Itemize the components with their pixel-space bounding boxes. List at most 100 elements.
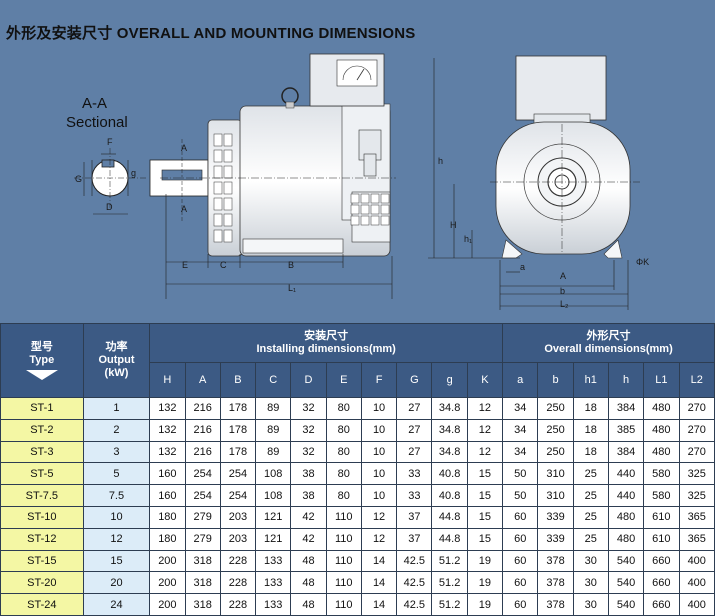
type-header-cn: 型号 (30, 341, 53, 353)
cell-value: 80 (325, 418, 362, 442)
cell-value: 132 (149, 440, 186, 464)
cell-value: 32 (290, 418, 327, 442)
cell-value: 480 (607, 505, 645, 529)
cell-value: 400 (678, 549, 715, 573)
column-header: B (219, 362, 257, 398)
cell-value: 228 (219, 593, 257, 616)
label-phiK: ΦK (636, 257, 649, 267)
cell-value: 440 (607, 484, 645, 507)
cell-value: 37 (396, 505, 433, 529)
cell-value: 34.8 (431, 397, 468, 420)
cell-value: 48 (290, 593, 327, 616)
cell-value: 51.2 (431, 593, 468, 616)
cell-value: 121 (255, 505, 292, 529)
cell-value: 19 (466, 571, 504, 595)
cell-value: 27 (396, 397, 433, 420)
cell-value: 12 (466, 397, 504, 420)
cell-value: 51.2 (431, 571, 468, 595)
cell-value: 339 (537, 505, 574, 529)
cell-value: 325 (678, 484, 715, 507)
column-header: E (325, 362, 362, 398)
cell-value: 200 (149, 571, 186, 595)
output-header: 功率 Output (kW) (82, 323, 151, 398)
cell-value: 133 (255, 549, 292, 573)
dimension-drawing: A-A Sectional F G g D (66, 53, 649, 310)
cell-value: 50 (502, 462, 539, 486)
cell-value: 540 (607, 571, 645, 595)
cell-value: 318 (184, 593, 221, 616)
cell-value: 18 (572, 418, 609, 442)
cell-value: 254 (219, 484, 257, 507)
cell-value: 180 (149, 527, 186, 551)
cell-value: 385 (607, 418, 645, 442)
cell-value: 318 (184, 549, 221, 573)
cell-value: 34.8 (431, 440, 468, 464)
cell-value: 89 (255, 397, 292, 420)
cell-value: 14 (360, 549, 398, 573)
cell-value: 250 (537, 418, 574, 442)
installing-en: Installing dimensions(mm) (256, 343, 396, 355)
cell-value: 14 (360, 593, 398, 616)
cell-value: 15 (466, 484, 504, 507)
cell-value: 37 (396, 527, 433, 551)
cell-value: 216 (184, 418, 221, 442)
cell-value: 60 (502, 549, 539, 573)
cell-value: 32 (290, 397, 327, 420)
cell-value: 32 (290, 440, 327, 464)
cell-value: 216 (184, 397, 221, 420)
cell-value: 110 (325, 571, 362, 595)
cell-value: 660 (643, 593, 680, 616)
cell-value: 18 (572, 397, 609, 420)
label-g: g (131, 168, 136, 178)
cell-value: 610 (643, 527, 680, 551)
label-A-end: A (560, 271, 566, 281)
cell-value: 365 (678, 527, 715, 551)
label-b: b (560, 286, 565, 296)
cell-value: 10 (360, 418, 398, 442)
cell-value: 30 (572, 549, 609, 573)
output-unit: (kW) (104, 367, 129, 379)
column-header: h1 (572, 362, 609, 398)
cell-value: 30 (572, 593, 609, 616)
cell-value: 15 (466, 462, 504, 486)
cell-value: 339 (537, 527, 574, 551)
cell-value: 540 (607, 549, 645, 573)
cell-value: 12 (466, 440, 504, 464)
cell-value: 25 (572, 484, 609, 507)
cell-value: 38 (290, 462, 327, 486)
arrow-down-icon (25, 370, 58, 380)
cell-value: 108 (255, 484, 292, 507)
cell-value: 80 (325, 484, 362, 507)
cell-value: 384 (607, 440, 645, 464)
cell-value: 200 (149, 593, 186, 616)
column-header: D (290, 362, 327, 398)
cell-value: 42 (290, 505, 327, 529)
cell-value: 378 (537, 571, 574, 595)
installing-group-header: 安装尺寸 Installing dimensions(mm) (149, 323, 504, 363)
cell-value: 480 (643, 440, 680, 464)
shaft-section (74, 148, 146, 215)
cell-value: 42.5 (396, 549, 433, 573)
cell-value: 480 (643, 418, 680, 442)
output-header-en: Output (98, 354, 135, 366)
column-header: L1 (643, 362, 680, 398)
column-header: h (607, 362, 645, 398)
label-L2: L₂ (560, 299, 569, 309)
cell-value: 228 (219, 571, 257, 595)
cell-value: 203 (219, 505, 257, 529)
cell-value: 50 (502, 484, 539, 507)
cell-output: 7.5 (82, 484, 151, 507)
cell-value: 60 (502, 505, 539, 529)
cell-value: 178 (219, 440, 257, 464)
cell-type: ST-15 (0, 549, 84, 573)
type-header: 型号 Type (0, 323, 84, 398)
cell-value: 384 (607, 397, 645, 420)
cell-output: 15 (82, 549, 151, 573)
